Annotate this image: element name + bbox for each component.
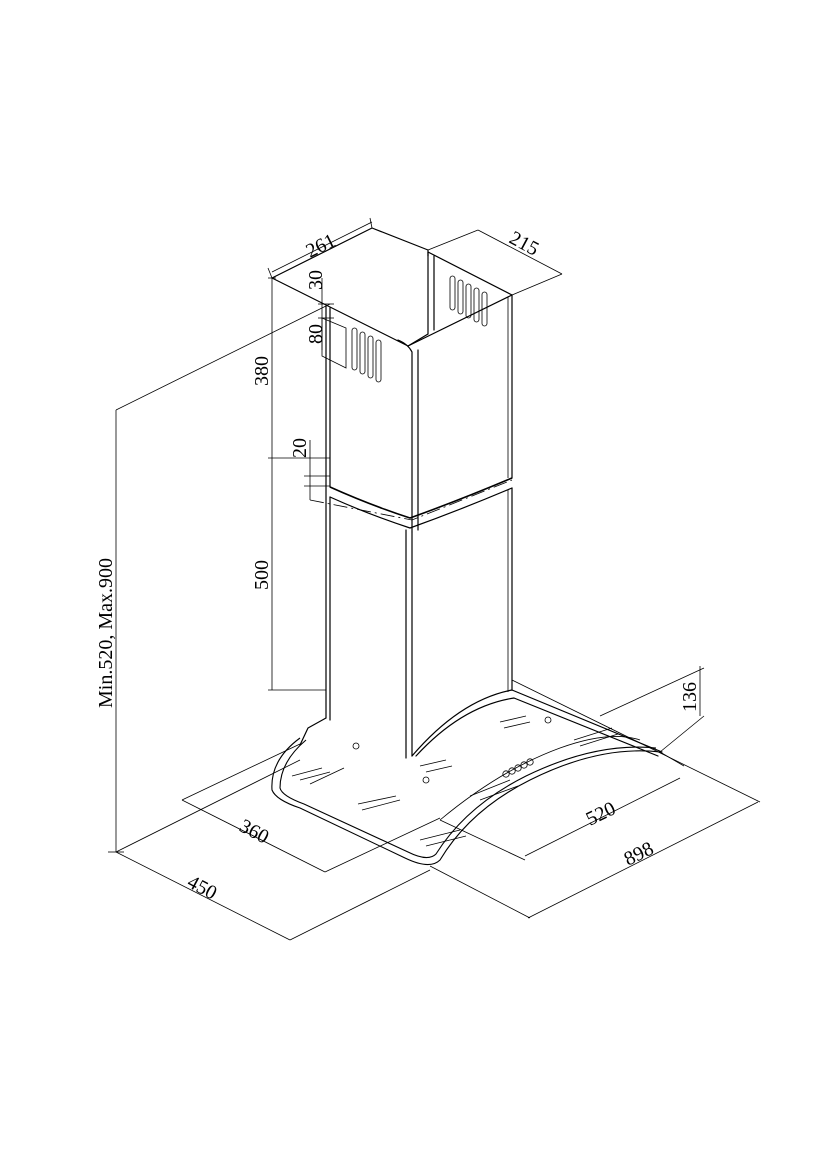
dim-upper-chimney-height: 380 <box>251 356 273 386</box>
dim-hood-depth: 450 <box>184 871 221 905</box>
dim-lower-chimney-height: 500 <box>251 560 273 590</box>
hood-canopy <box>271 689 663 866</box>
dimension-lines <box>108 217 761 941</box>
vent-slots-right <box>449 275 488 327</box>
lower-chimney <box>309 479 513 759</box>
dim-overlap: 20 <box>289 438 311 458</box>
dim-glass-depth: 360 <box>236 815 273 849</box>
dim-total-height: Min.520, Max.900 <box>95 558 117 708</box>
control-buttons <box>502 758 534 778</box>
dimension-labels: 261 215 30 80 380 20 500 Min.520, Max.90… <box>95 227 701 905</box>
dim-chimney-depth: 261 <box>303 230 340 263</box>
dim-vent-height: 80 <box>305 324 327 344</box>
dim-chimney-width: 215 <box>506 227 543 261</box>
dim-top-offset: 30 <box>305 270 327 290</box>
upper-chimney <box>271 227 513 533</box>
dim-canopy-height: 136 <box>679 682 701 712</box>
screw-icon <box>544 716 552 724</box>
glass-reflection-marks <box>291 715 619 847</box>
screw-icon <box>422 776 430 784</box>
screw-icon <box>352 742 360 750</box>
dim-hood-width: 898 <box>621 838 658 871</box>
dim-glass-width: 520 <box>583 798 620 831</box>
